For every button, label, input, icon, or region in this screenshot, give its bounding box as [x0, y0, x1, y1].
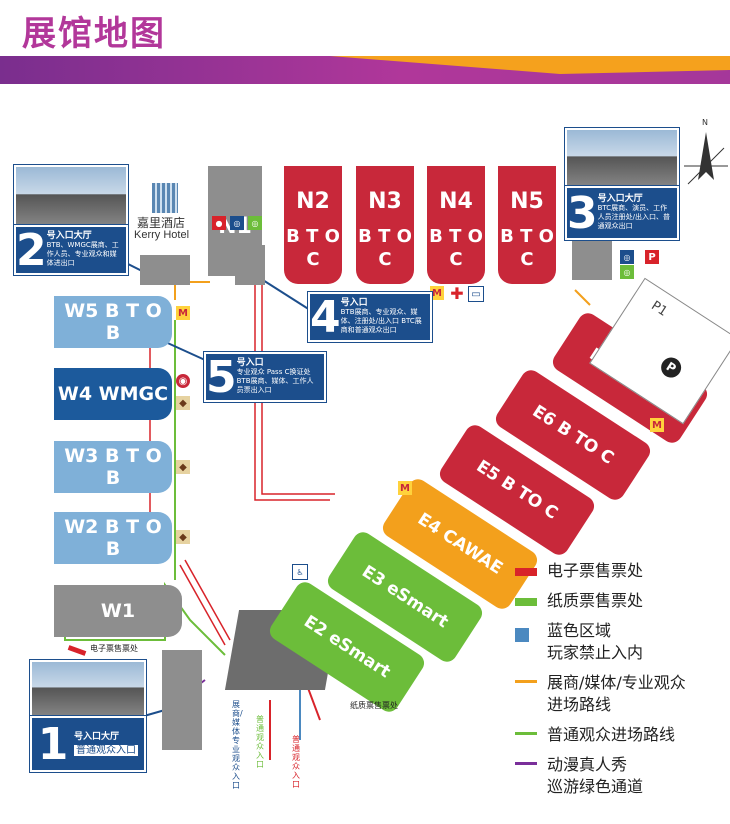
hall-w4[interactable]: W4 WMGC — [54, 368, 172, 420]
entrance-3-number: 3 — [567, 187, 598, 239]
hall-n3-name: N3 — [368, 188, 402, 214]
entrance-4-head: 号入口 — [340, 298, 368, 308]
route-pro-label: 展商/媒体专业观众入口 — [232, 700, 243, 790]
title-banner — [0, 56, 730, 84]
page-title: 展馆地图 — [22, 14, 166, 54]
e-ticket-label: 电子票售票处 — [90, 644, 138, 653]
hall-n4-name: N4 — [439, 188, 473, 214]
paper-ticket-label: 纸质票售票处 — [350, 701, 398, 710]
entrance-2-text: BTB、WMGC展商、工作人员、专业观众和媒体进出口 — [46, 241, 119, 267]
hall-n5[interactable]: N5 B T O C — [498, 166, 556, 284]
entrance-1-text: 普通观众入口 — [74, 745, 138, 756]
mcdonalds-icon: M — [176, 306, 190, 320]
entrance-5-callout[interactable]: 5 号入口专业观众 Pass C换证处 BTB展商、媒体、工作人员票出入口 — [204, 351, 326, 403]
entrance-2-number: 2 — [16, 224, 47, 276]
connector-south-west — [162, 650, 202, 750]
hall-n5-name: N5 — [510, 188, 544, 214]
hall-w3[interactable]: W3 B T O B — [54, 441, 172, 493]
hall-w5-label: W5 B T O B — [64, 300, 162, 344]
connector-east-lobby — [572, 240, 612, 280]
entrance-3-photo — [565, 128, 679, 190]
entrance-1-photo — [30, 660, 146, 720]
legend-swatch — [515, 628, 529, 642]
legend-label: 蓝色区域 玩家禁止入内 — [547, 621, 644, 662]
food-icon: ◆ — [176, 530, 190, 544]
legend-item-pro-route: 展商/媒体/专业观众 进场路线 — [515, 672, 725, 716]
legend-swatch — [515, 598, 537, 606]
legend-swatch — [515, 680, 537, 683]
food-icon: ◉ — [176, 374, 190, 388]
info-icon: ▭ — [468, 286, 484, 302]
entrance-4-number: 4 — [310, 291, 341, 343]
legend: 电子票售票处 纸质票售票处 蓝色区域 玩家禁止入内 展商/媒体/专业观众 进场路… — [515, 560, 725, 806]
hall-w1-label: W1 — [100, 600, 136, 622]
toilet-icon: ◎ — [248, 216, 262, 230]
entrance-2-photo — [14, 165, 128, 229]
legend-item-cosplay-route: 动漫真人秀 巡游绿色通道 — [515, 754, 725, 798]
entrance-5-head: 号入口 — [236, 358, 264, 368]
hall-w5[interactable]: W5 B T O B — [54, 296, 172, 348]
legend-label: 动漫真人秀 巡游绿色通道 — [547, 755, 644, 796]
hall-n3[interactable]: N3 B T O C — [356, 166, 414, 284]
hall-n3-type: B T O C — [358, 225, 412, 270]
hall-n2[interactable]: N2 B T O C — [284, 166, 342, 284]
legend-label: 电子票售票处 — [547, 561, 644, 580]
legend-label: 展商/媒体/专业观众 进场路线 — [547, 673, 686, 714]
legend-item-e-ticket: 电子票售票处 — [515, 560, 725, 582]
parking-icon: P — [657, 353, 685, 382]
food-icon: ◆ — [176, 460, 190, 474]
parking-p1-label: P1 — [648, 298, 670, 320]
toilet-icon: ◎ — [620, 250, 634, 264]
legend-swatch — [515, 568, 537, 576]
hall-w3-label: W3 B T O B — [64, 445, 162, 489]
toilet-icon: ◎ — [620, 265, 634, 279]
hotel-name-cn: 嘉里酒店 — [137, 216, 186, 230]
mcdonalds-icon: M — [430, 286, 444, 300]
food-icon: ◆ — [176, 396, 190, 410]
entrance-1-number: 1 — [37, 718, 69, 770]
parking-sign-icon: P — [645, 250, 659, 264]
compass-icon — [684, 132, 728, 185]
legend-item-blue-zone: 蓝色区域 玩家禁止入内 — [515, 620, 725, 664]
legend-swatch — [515, 732, 537, 735]
toilet-icon: ◎ — [230, 216, 244, 230]
hall-w1[interactable]: W1 — [54, 585, 182, 637]
route-cos-label: 普通观众入口 — [292, 735, 300, 789]
route-public-label: 普通观众入口 — [256, 715, 264, 769]
accessible-icon: ♿ — [292, 564, 308, 580]
compass-label: N — [702, 118, 708, 127]
connector-west-lobby — [140, 255, 190, 285]
hotel-name-en: Kerry Hotel — [134, 229, 190, 241]
entrance-1-head: 号入口大厅 — [74, 732, 120, 742]
mcdonalds-icon: M — [398, 481, 412, 495]
entrance-5-text: 专业观众 Pass C换证处 BTB展商、媒体、工作人员票出入口 — [236, 368, 314, 394]
hall-w4-label: W4 WMGC — [57, 383, 169, 405]
hall-w2[interactable]: W2 B T O B — [54, 512, 172, 564]
hall-n2-name: N2 — [296, 188, 330, 214]
hall-w2-label: W2 B T O B — [64, 516, 162, 560]
legend-label: 普通观众进场路线 — [547, 725, 676, 744]
mcdonalds-icon: M — [650, 418, 664, 432]
entrance-1-callout[interactable]: 1 号入口大厅普通观众入口 — [30, 716, 146, 772]
hotel-icon — [152, 183, 178, 213]
legend-label: 纸质票售票处 — [547, 591, 644, 610]
hall-n5-type: B T O C — [500, 225, 554, 270]
first-aid-icon: ✚ — [450, 283, 464, 303]
entrance-2-head: 号入口大厅 — [46, 231, 92, 241]
entrance-4-text: BTB展商、专业观众、媒体、注册处/出入口 BTC展商和普通观众出口 — [340, 308, 422, 334]
toilet-icon: ● — [212, 216, 226, 230]
legend-swatch — [515, 762, 537, 765]
hall-n4-type: B T O C — [429, 225, 483, 270]
entrance-3-head: 号入口大厅 — [597, 194, 643, 204]
hall-n2-type: B T O C — [286, 225, 340, 270]
entrance-5-number: 5 — [206, 351, 237, 403]
legend-item-public-route: 普通观众进场路线 — [515, 724, 725, 746]
legend-item-paper-ticket: 纸质票售票处 — [515, 590, 725, 612]
entrance-3-text: BTC展商、演员、工作人员注册处/出入口、普通观众出口 — [597, 204, 670, 230]
hall-n4[interactable]: N4 B T O C — [427, 166, 485, 284]
